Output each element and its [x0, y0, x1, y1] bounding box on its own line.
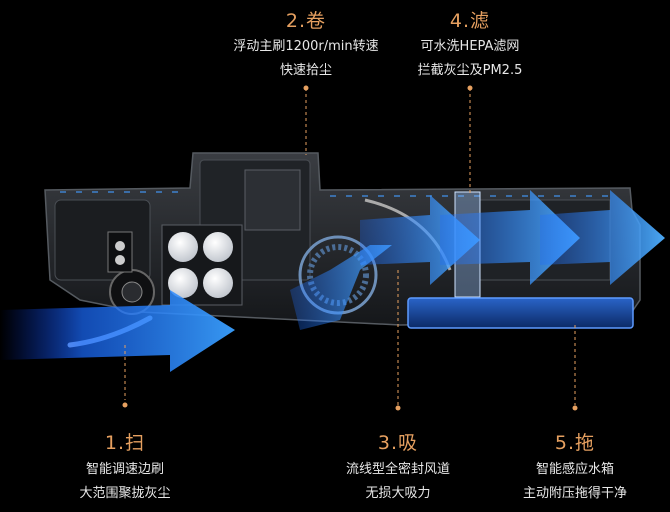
- feature-5-number: 5.拖: [554, 432, 596, 454]
- feature-3-line-1: 流线型全密封风道: [345, 462, 450, 477]
- feature-3-number: 3.吸: [377, 432, 419, 454]
- feature-2-number: 2.卷: [285, 10, 327, 32]
- feature-4-line-2: 拦截灰尘及PM2.5: [417, 63, 523, 78]
- feature-2-description: 浮动主刷1200r/min转速 快速拾尘: [216, 35, 396, 83]
- airflow-arrows: [0, 190, 665, 372]
- feature-4-description: 可水洗HEPA滤网 拦截灰尘及PM2.5: [390, 35, 550, 83]
- feature-5-description: 智能感应水箱 主动附压拖得干净: [495, 458, 655, 506]
- feature-3-description: 流线型全密封风道 无损大吸力: [318, 458, 478, 506]
- feature-3-line-2: 无损大吸力: [365, 486, 431, 501]
- filter-cells: [107, 224, 243, 306]
- feature-1-description: 智能调速边刷 大范围聚拢灰尘: [50, 458, 200, 506]
- feature-4-line-1: 可水洗HEPA滤网: [420, 39, 520, 54]
- feature-5-line-2: 主动附压拖得干净: [522, 486, 627, 501]
- feature-1-number: 1.扫: [104, 432, 146, 454]
- feature-1-line-2: 大范围聚拢灰尘: [79, 486, 171, 501]
- callout-lines: [124, 88, 576, 405]
- feature-1-line-1: 智能调速边刷: [85, 462, 164, 477]
- water-tank: [407, 297, 634, 329]
- feature-2-line-2: 快速拾尘: [279, 63, 332, 78]
- feature-5-line-1: 智能感应水箱: [535, 462, 614, 477]
- callout-dots: [122, 85, 578, 411]
- feature-4-number: 4.滤: [449, 10, 491, 32]
- feature-2-line-1: 浮动主刷1200r/min转速: [233, 39, 379, 54]
